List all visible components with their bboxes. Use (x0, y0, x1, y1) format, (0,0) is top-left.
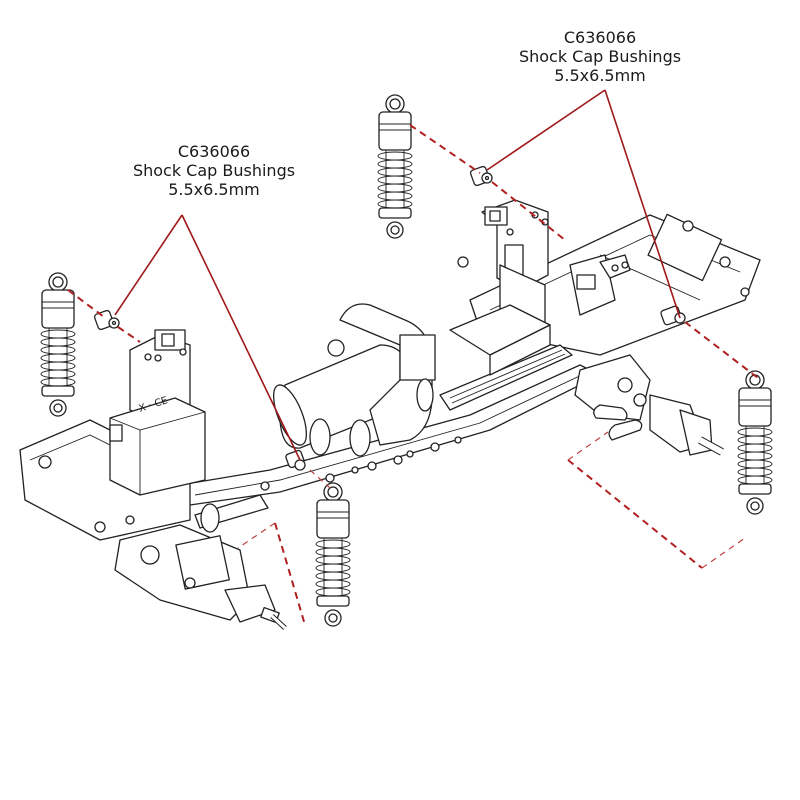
shock-absorber-bottom (315, 482, 351, 627)
callout-left: C636066 Shock Cap Bushings 5.5x6.5mm (104, 142, 324, 199)
path-left-shock-to-bushing (67, 289, 105, 318)
path-front-right-shock-lower-a (567, 459, 703, 569)
shock-cap-bushing-lower (93, 309, 120, 331)
driveshaft-rear (194, 494, 269, 533)
servo: X · CE (109, 395, 206, 496)
shock-cap-bushing-upper (469, 165, 493, 187)
leader-left-to-installed (181, 214, 301, 461)
battery-tray (449, 304, 551, 376)
callout-part-number: C636066 (177, 142, 251, 161)
path-bottom-shock-upper (309, 469, 331, 489)
leader-top-to-bushing (486, 89, 606, 171)
path-bushing-to-tower (491, 181, 566, 241)
callout-part-size: 5.5x6.5mm (554, 66, 646, 85)
callout-part-name: Shock Cap Bushings (518, 47, 682, 66)
callout-top-right: C636066 Shock Cap Bushings 5.5x6.5mm (490, 28, 710, 85)
shock-absorber-right (737, 370, 773, 515)
shock-absorber-top (377, 94, 413, 239)
transmission (309, 303, 436, 457)
driveshaft-front (439, 344, 573, 411)
shock-cap-bushing-installed-center (285, 449, 306, 471)
shock-absorber-left (40, 272, 76, 417)
path-installed-right-to-shock (684, 321, 759, 379)
path-top-shock-to-bushing (409, 124, 481, 174)
callout-part-size: 5.5x6.5mm (168, 180, 260, 199)
callout-part-name: Shock Cap Bushings (132, 161, 296, 180)
path-front-right-shock-lower-c (701, 537, 746, 569)
leader-left-to-bushing (114, 214, 183, 316)
callout-part-number: C636066 (563, 28, 637, 47)
path-front-right-shock-lower-b (567, 431, 609, 461)
path-bottom-shock-lower-b (237, 522, 276, 549)
path-bottom-shock-lower-a (274, 522, 306, 626)
callout-leader-lines (114, 89, 681, 461)
shock-cap-bushing-installed-right (660, 305, 686, 326)
rear-axle (114, 524, 287, 630)
leader-top-to-installed (604, 89, 681, 319)
rail-holes (260, 436, 462, 491)
path-bushing-to-rear-tower (117, 326, 141, 343)
front-axle (574, 354, 724, 456)
assembly-paths (67, 124, 759, 626)
